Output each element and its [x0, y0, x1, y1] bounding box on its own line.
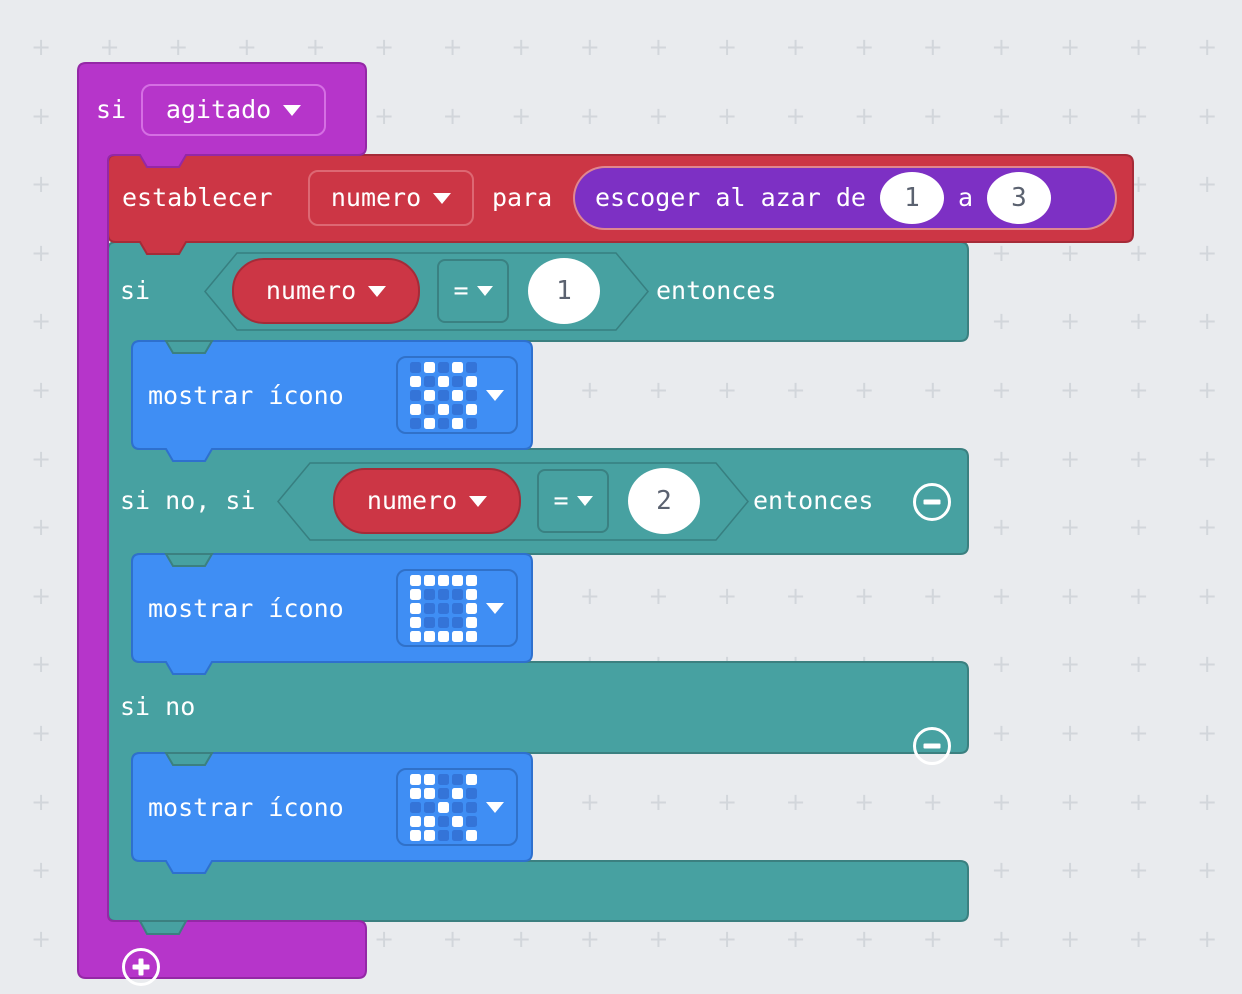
show-icon-label-1: mostrar ícono: [148, 381, 344, 410]
chevron-down-icon: [486, 801, 504, 813]
logic-tab-2: [164, 553, 214, 567]
trigger-dropdown[interactable]: agitado: [141, 84, 326, 136]
then-label-2: entonces: [753, 486, 874, 515]
condition-hexagon-2: [277, 462, 749, 541]
led-grid-chessboard: [410, 361, 477, 429]
event-if-label: si: [96, 95, 127, 124]
add-branch-button[interactable]: [122, 948, 160, 986]
chevron-down-icon: [476, 286, 493, 296]
logic-bottom-tab: [138, 920, 188, 935]
remove-else-branch-button[interactable]: [913, 727, 951, 765]
led-grid-scissors: [410, 773, 477, 841]
logic-tab-1: [164, 340, 214, 354]
else-label: si no: [120, 692, 196, 721]
condition1-value-input[interactable]: 1: [528, 258, 600, 324]
set-to-label: para: [492, 183, 553, 212]
elseif-label: si no, si: [120, 486, 256, 515]
chevron-down-icon: [486, 602, 504, 614]
condition2-variable-pill[interactable]: numero: [333, 468, 521, 534]
condition1-variable-value: numero: [265, 276, 357, 305]
condition-hexagon-1: [204, 252, 649, 331]
chevron-down-icon: [486, 389, 504, 401]
show-icon-label-3: mostrar ícono: [148, 793, 344, 822]
chevron-down-icon: [283, 104, 302, 116]
chevron-down-icon: [469, 495, 488, 507]
random-number-block[interactable]: escoger al azar de 1 a 3: [575, 168, 1115, 228]
logic-tab-3: [164, 752, 214, 766]
variable-dropdown[interactable]: numero: [308, 170, 474, 226]
trigger-dropdown-value: agitado: [165, 95, 272, 124]
if-label: si: [120, 276, 151, 305]
condition2-variable-value: numero: [366, 486, 458, 515]
condition2-value-input[interactable]: 2: [628, 468, 700, 534]
icon-dropdown-1[interactable]: [396, 356, 518, 434]
random-label: escoger al azar de: [595, 183, 866, 212]
set-action-label: establecer: [122, 183, 273, 212]
icon-dropdown-2[interactable]: [396, 569, 518, 647]
condition1-operator-value: =: [453, 276, 469, 305]
on-shake-block-shape[interactable]: [77, 62, 367, 979]
led-grid-square: [410, 574, 477, 642]
icon-dropdown-3[interactable]: [396, 768, 518, 846]
condition1-operator-dropdown[interactable]: =: [437, 259, 509, 323]
chevron-down-icon: [433, 192, 452, 204]
condition2-operator-value: =: [553, 486, 569, 515]
chevron-down-icon: [576, 496, 593, 506]
random-to-input[interactable]: 3: [987, 172, 1051, 224]
remove-elseif-branch-button[interactable]: [913, 483, 951, 521]
chevron-down-icon: [368, 285, 387, 297]
random-connector-label: a: [957, 183, 973, 212]
show-icon-label-2: mostrar ícono: [148, 594, 344, 623]
condition1-variable-pill[interactable]: numero: [232, 258, 420, 324]
variable-dropdown-value: numero: [330, 183, 422, 212]
then-label-1: entonces: [656, 276, 777, 305]
condition2-operator-dropdown[interactable]: =: [537, 469, 609, 533]
random-from-input[interactable]: 1: [879, 172, 944, 224]
